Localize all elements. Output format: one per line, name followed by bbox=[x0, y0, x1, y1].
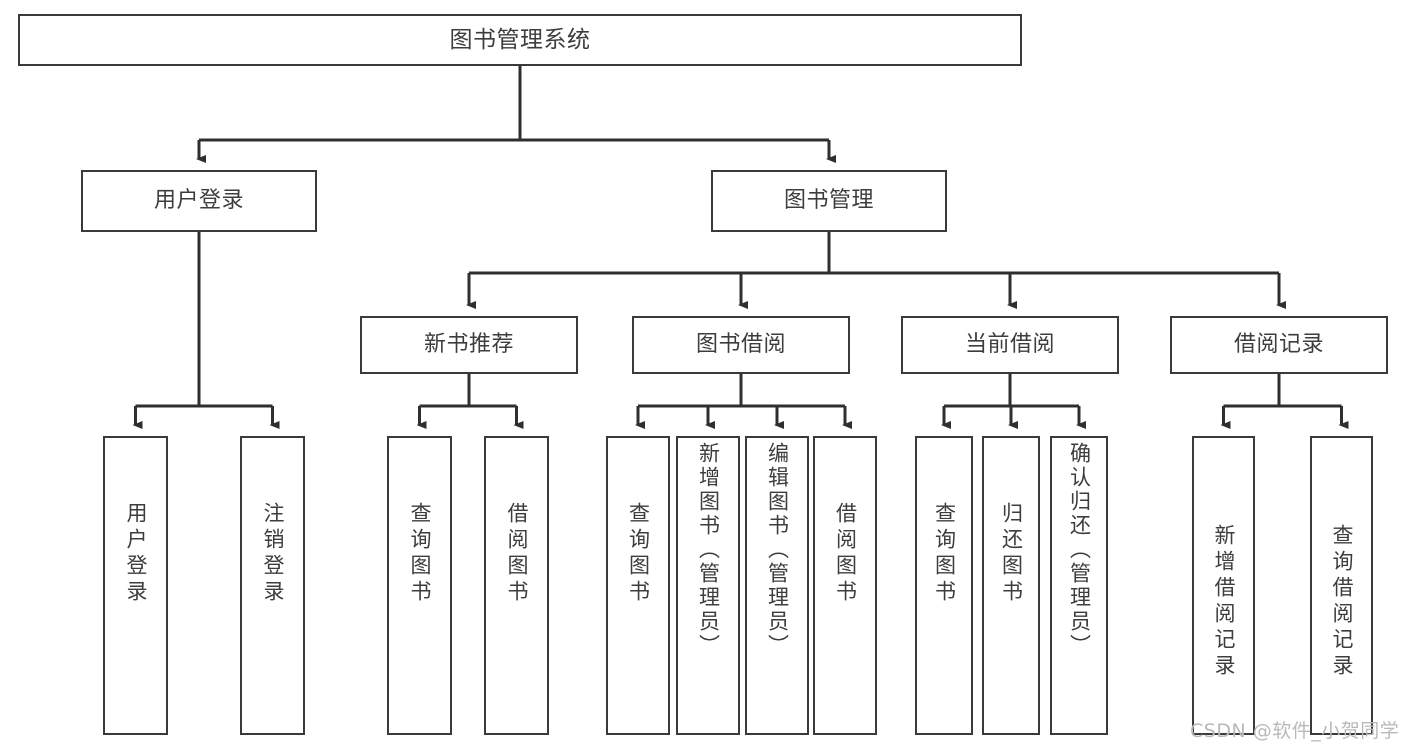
node-level2-book-manage[interactable]: 图书管理 bbox=[711, 170, 947, 232]
node-label: 查询借阅记录 bbox=[1330, 524, 1354, 680]
node-label: 用户登录 bbox=[153, 188, 244, 214]
node-label: 图书借阅 bbox=[695, 332, 786, 358]
node-label: 确认归还（管理员） bbox=[1067, 442, 1092, 658]
node-level2-user-login[interactable]: 用户登录 bbox=[81, 170, 317, 232]
node-leaf-leaf-add-borrow-record[interactable]: 新增借阅记录 bbox=[1192, 436, 1255, 735]
node-leaf-leaf-query-book-1[interactable]: 查询图书 bbox=[387, 436, 452, 735]
node-label: 查询图书 bbox=[626, 502, 651, 606]
node-leaf-leaf-borrow-book-1[interactable]: 借阅图书 bbox=[484, 436, 549, 735]
node-label: 归还图书 bbox=[999, 502, 1024, 606]
csdn-watermark: CSDN @软件_小贺同学 bbox=[1190, 720, 1400, 742]
node-label: 当前借阅 bbox=[964, 332, 1055, 358]
node-label: 图书管理 bbox=[783, 188, 874, 214]
node-label: 新增图书（管理员） bbox=[696, 442, 721, 658]
node-label: 借阅图书 bbox=[505, 502, 529, 606]
node-label: 新增借阅记录 bbox=[1212, 524, 1236, 680]
node-label: 借阅图书 bbox=[833, 502, 858, 606]
node-root-root[interactable]: 图书管理系统 bbox=[18, 14, 1022, 66]
node-leaf-leaf-query-book-2[interactable]: 查询图书 bbox=[606, 436, 670, 735]
node-label: 新书推荐 bbox=[423, 332, 514, 358]
node-label: 用户登录 bbox=[124, 502, 148, 606]
node-label: 编辑图书（管理员） bbox=[765, 442, 790, 658]
node-leaf-leaf-confirm-return-admin[interactable]: 确认归还（管理员） bbox=[1050, 436, 1108, 735]
node-level3-current-borrow[interactable]: 当前借阅 bbox=[901, 316, 1119, 374]
node-leaf-leaf-query-borrow-record[interactable]: 查询借阅记录 bbox=[1310, 436, 1373, 735]
node-level3-book-borrow[interactable]: 图书借阅 bbox=[632, 316, 850, 374]
node-leaf-leaf-add-book-admin[interactable]: 新增图书（管理员） bbox=[676, 436, 740, 735]
node-leaf-leaf-borrow-book-2[interactable]: 借阅图书 bbox=[813, 436, 877, 735]
node-level3-borrow-record[interactable]: 借阅记录 bbox=[1170, 316, 1388, 374]
node-label: 借阅记录 bbox=[1233, 332, 1324, 358]
node-leaf-leaf-edit-book-admin[interactable]: 编辑图书（管理员） bbox=[745, 436, 809, 735]
node-leaf-leaf-return-book[interactable]: 归还图书 bbox=[982, 436, 1040, 735]
node-label: 图书管理系统 bbox=[449, 26, 591, 53]
node-label: 查询图书 bbox=[932, 502, 957, 606]
node-label: 查询图书 bbox=[408, 502, 432, 606]
node-leaf-leaf-user-login[interactable]: 用户登录 bbox=[103, 436, 168, 735]
node-label: 注销登录 bbox=[261, 502, 285, 606]
node-level3-new-book-recommend[interactable]: 新书推荐 bbox=[360, 316, 578, 374]
node-leaf-leaf-logout[interactable]: 注销登录 bbox=[240, 436, 305, 735]
node-leaf-leaf-query-book-3[interactable]: 查询图书 bbox=[915, 436, 973, 735]
